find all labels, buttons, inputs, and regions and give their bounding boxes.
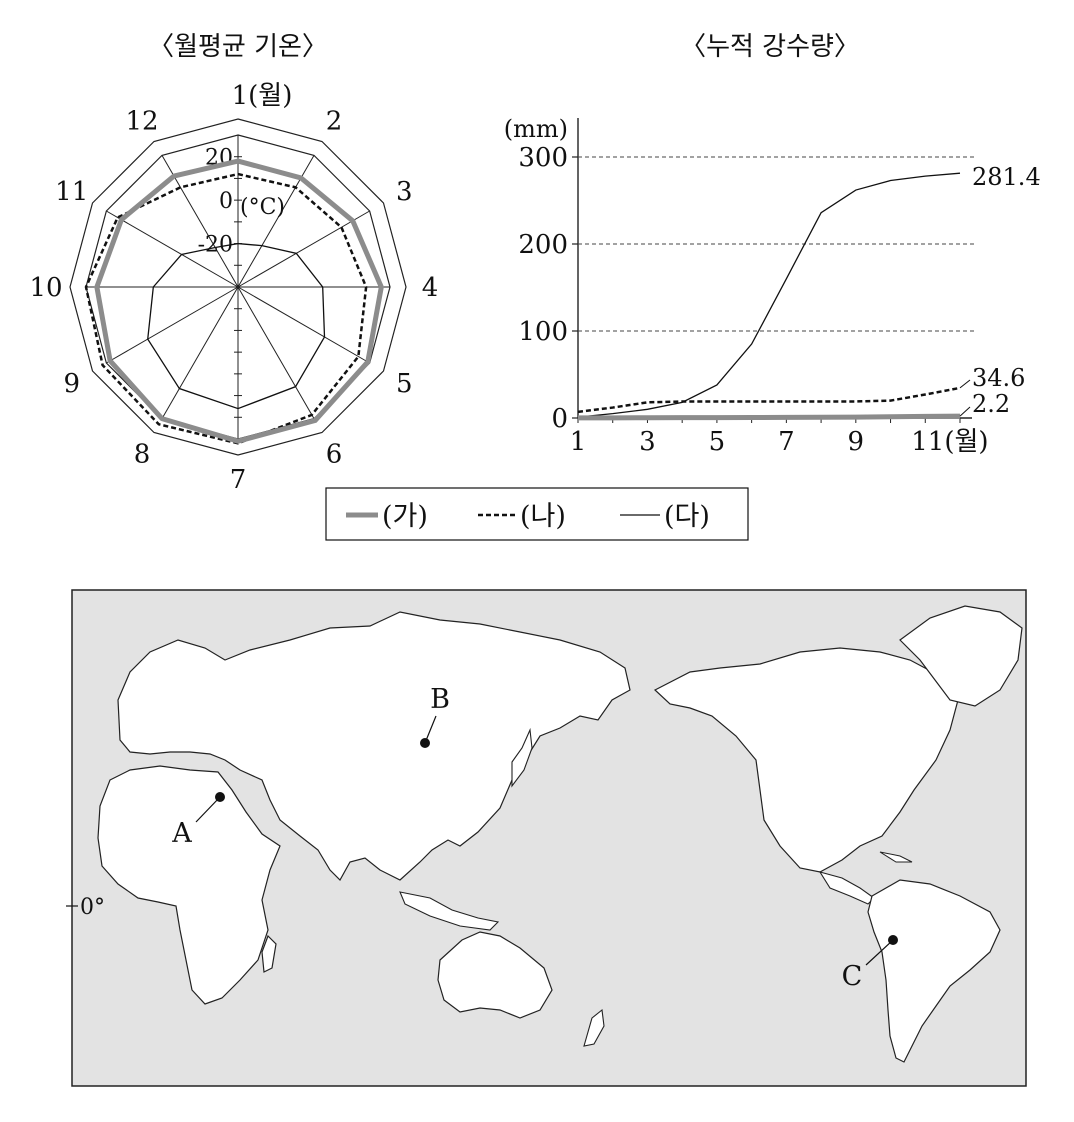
- radar-month-label: 11: [55, 177, 88, 207]
- precipitation-chart: 0 100 200 300(mm) 1 3 5 7 9 11(월) 2.234.6 281.4: [504, 115, 1041, 457]
- legend-label-na: (나): [520, 501, 566, 532]
- y-tick-label: 0: [551, 404, 568, 434]
- radar-series-da: [147, 242, 326, 410]
- y-axis-label: (mm): [504, 115, 568, 143]
- equator-label: 0°: [80, 895, 105, 920]
- landmass-africa: [97, 765, 281, 1005]
- radar-spoke: [237, 210, 370, 288]
- radar-spoke: [237, 286, 315, 419]
- landmass-caribbean: [879, 851, 913, 863]
- radar-spoke: [161, 286, 239, 419]
- point-a-leader: [195, 796, 221, 823]
- legend-label-ga: (가): [382, 501, 428, 532]
- y-tick-label: 100: [518, 317, 568, 347]
- radar-month-label: 3: [396, 177, 413, 207]
- world-map: A B C 0°: [66, 589, 1027, 1087]
- end-label-ga: 2.2: [972, 390, 1010, 418]
- radar-spoke: [106, 286, 239, 364]
- end-label-leader: [959, 406, 971, 417]
- landmass-south-america: [867, 879, 1001, 1063]
- x-tick-label: 11(월): [911, 427, 988, 457]
- radar-month-label: 10: [29, 273, 62, 303]
- line-title: 〈누적 강수량〉: [680, 32, 860, 62]
- x-tick-label: 3: [639, 427, 656, 457]
- radar-outer-ring: [69, 118, 407, 456]
- end-label-na: 34.6: [972, 364, 1025, 392]
- radar-month-label: 1(월): [232, 81, 293, 111]
- radar-series-ga: [94, 158, 384, 444]
- radar-spoke: [237, 286, 370, 364]
- radar-month-label: 5: [396, 369, 413, 399]
- radar-unit-label: (°C): [240, 195, 285, 220]
- radar-month-label: 7: [230, 465, 247, 495]
- radar-spoke: [237, 155, 315, 288]
- landmass-north-america: [653, 647, 959, 873]
- radar-spoke: [106, 210, 239, 288]
- landmass-madagascar: [261, 934, 277, 973]
- radar-month-label: 9: [63, 369, 80, 399]
- x-tick-label: 5: [709, 427, 726, 457]
- point-b-label: B: [430, 684, 450, 715]
- x-tick-label: 9: [848, 427, 865, 457]
- end-label-leader: [959, 379, 971, 389]
- point-c-leader: [865, 939, 894, 966]
- point-c-label: C: [842, 961, 863, 992]
- landmass-australia: [437, 931, 553, 1019]
- landmass-new-zealand: [583, 1008, 605, 1047]
- radar-month-label: 8: [134, 439, 151, 469]
- legend-label-da: (다): [664, 501, 710, 532]
- y-tick-label: 200: [518, 230, 568, 260]
- x-tick-label: 1: [570, 427, 587, 457]
- line-series-na: [577, 386, 961, 414]
- legend-box: [325, 487, 749, 541]
- y-tick-label: 300: [518, 143, 568, 173]
- line-series-da: [577, 172, 961, 418]
- radar-month-label: 4: [422, 273, 439, 303]
- landmass-indonesia: [399, 891, 500, 931]
- line-series-ga: [577, 413, 961, 421]
- radar-month-label: 6: [326, 439, 343, 469]
- point-b-leader: [424, 715, 437, 744]
- point-a-label: A: [171, 818, 192, 849]
- radar-scale-label: 0: [219, 189, 233, 214]
- legend: (가) (나) (다): [325, 487, 749, 541]
- landmass-eurasia: [117, 611, 631, 881]
- radar-month-label: 2: [326, 107, 343, 137]
- radar-month-label: 12: [125, 107, 158, 137]
- landmass-greenland: [899, 605, 1023, 707]
- x-tick-label: 7: [778, 427, 795, 457]
- end-label-da: 281.4: [972, 163, 1041, 191]
- landmass-japan: [511, 727, 533, 788]
- radar-title: 〈월평균 기온〉: [148, 32, 328, 62]
